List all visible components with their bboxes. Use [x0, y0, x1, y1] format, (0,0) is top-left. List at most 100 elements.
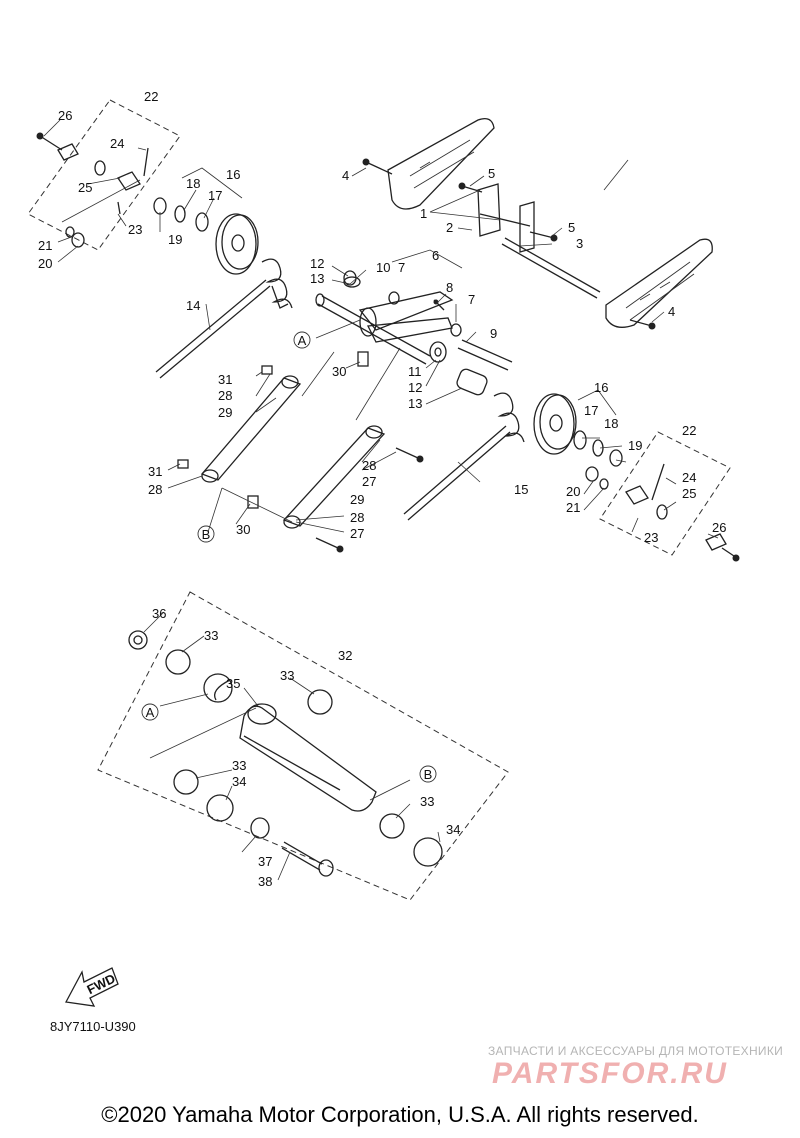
ring-17-18-19-left: [153, 197, 209, 232]
watermark-logo: PARTSFOR.RU: [492, 1057, 728, 1090]
callout-27-mid: 27: [362, 474, 376, 489]
spacer-13: [343, 276, 488, 396]
svg-text:A: A: [146, 705, 155, 720]
callout-21-left: 21: [38, 238, 52, 253]
callout-20-left: 20: [38, 256, 52, 271]
callout-29-lower: 29: [350, 492, 364, 507]
callout-12-lower: 12: [408, 380, 422, 395]
callout-16-right: 16: [594, 380, 608, 395]
arm-6: [358, 291, 454, 343]
callout-30-upper: 30: [332, 364, 346, 379]
assembly-bracket-16-left: [181, 167, 243, 199]
callout-4-upper: 4: [342, 168, 349, 183]
callout-13-lower: 13: [408, 396, 422, 411]
adjuster-22-right-parts: [585, 463, 740, 562]
leader-lines: [43, 119, 719, 881]
callout-23-right: 23: [644, 530, 658, 545]
callout-18-left: 18: [186, 176, 200, 191]
callout-7-upper: 7: [398, 260, 405, 275]
callout-6: 6: [432, 248, 439, 263]
callout-24-right: 24: [682, 470, 696, 485]
callout-37: 37: [258, 854, 272, 869]
marker-a-upper: A: [293, 331, 311, 349]
collar-30-upper: [357, 351, 369, 367]
callout-5-upper: 5: [488, 166, 495, 181]
callout-30-lower: 30: [236, 522, 250, 537]
assembly-bracket-16-right: [577, 389, 617, 416]
bolts-27-28-31: [177, 365, 424, 553]
callout-22-left: 22: [144, 89, 158, 104]
slide-rail-lower: [605, 238, 713, 328]
callout-35: 35: [226, 676, 240, 691]
callout-4-lower: 4: [668, 304, 675, 319]
callout-17-left: 17: [208, 188, 222, 203]
callout-5-lower: 5: [568, 220, 575, 235]
bushings-33-34-36: [128, 630, 443, 867]
callout-18-right: 18: [604, 416, 618, 431]
callout-31-upper: 31: [218, 372, 232, 387]
adjuster-22-left-parts: [36, 132, 149, 248]
callout-31-lower: 31: [148, 464, 162, 479]
callout-3: 3: [576, 236, 583, 251]
bolt-38: [281, 841, 334, 877]
assembly-box-32: [97, 591, 509, 901]
callout-28-upper-left: 28: [218, 388, 232, 403]
callout-26-left: 26: [58, 108, 72, 123]
link-29-right: [282, 425, 386, 529]
callout-26-right: 26: [712, 520, 726, 535]
assembly-box-22-right: [599, 431, 731, 556]
callout-22-right: 22: [682, 423, 696, 438]
watermark-subtitle: ЗАПЧАСТИ И АКСЕССУАРЫ ДЛЯ МОТОТЕХНИКИ: [488, 1044, 784, 1058]
callout-16-left: 16: [226, 167, 240, 182]
callout-33-b: 33: [280, 668, 294, 683]
callout-34-b: 34: [446, 822, 460, 837]
rear-bracket: [477, 183, 535, 253]
bolt-4-lower: [629, 319, 656, 330]
spring-14: [155, 258, 293, 379]
ring-17-18-19-right: [573, 430, 623, 467]
callout-25-right: 25: [682, 486, 696, 501]
callout-13-upper: 13: [310, 271, 324, 286]
fwd-arrow-icon: FWD: [64, 967, 119, 1007]
callout-28-lower-right: 28: [350, 510, 364, 525]
svg-text:B: B: [424, 767, 433, 782]
wheel-16-right: [533, 393, 577, 455]
collar-7: [388, 291, 462, 337]
bolt-5-lower: [529, 231, 558, 242]
marker-b-upper: B: [197, 525, 215, 543]
callout-28-mid: 28: [362, 458, 376, 473]
assembly-bracket-6: [391, 249, 463, 269]
callout-33-c: 33: [232, 758, 246, 773]
shaft-3: [501, 237, 601, 299]
callout-17-right: 17: [584, 403, 598, 418]
callout-24-left: 24: [110, 136, 124, 151]
shaft-9: [457, 339, 513, 371]
callout-23-left: 23: [128, 222, 142, 237]
callout-10: 10: [376, 260, 390, 275]
copyright-notice: ©2020 Yamaha Motor Corporation, U.S.A. A…: [101, 1102, 699, 1127]
callout-20-right: 20: [566, 484, 580, 499]
marker-a-lower: A: [141, 703, 159, 721]
slide-rail-upper: [387, 117, 495, 210]
callout-38: 38: [258, 874, 272, 889]
callout-11: 11: [408, 364, 422, 379]
callout-9: 9: [490, 326, 497, 341]
callout-33-a: 33: [204, 628, 218, 643]
bolt-4-upper: [362, 158, 393, 175]
callout-12-upper: 12: [310, 256, 324, 271]
callout-29-upper: 29: [218, 405, 232, 420]
callout-14: 14: [186, 298, 200, 313]
callout-32: 32: [338, 648, 352, 663]
callout-36: 36: [152, 606, 166, 621]
shock-absorber-35: [213, 679, 377, 812]
callout-28-lower-left: 28: [148, 482, 162, 497]
callout-33-d: 33: [420, 794, 434, 809]
svg-text:B: B: [202, 527, 211, 542]
link-29-left: [200, 375, 302, 483]
svg-text:A: A: [298, 333, 307, 348]
wheel-16-left: [215, 213, 259, 275]
spring-15: [403, 392, 525, 521]
callout-34-a: 34: [232, 774, 246, 789]
callout-21-right: 21: [566, 500, 580, 515]
